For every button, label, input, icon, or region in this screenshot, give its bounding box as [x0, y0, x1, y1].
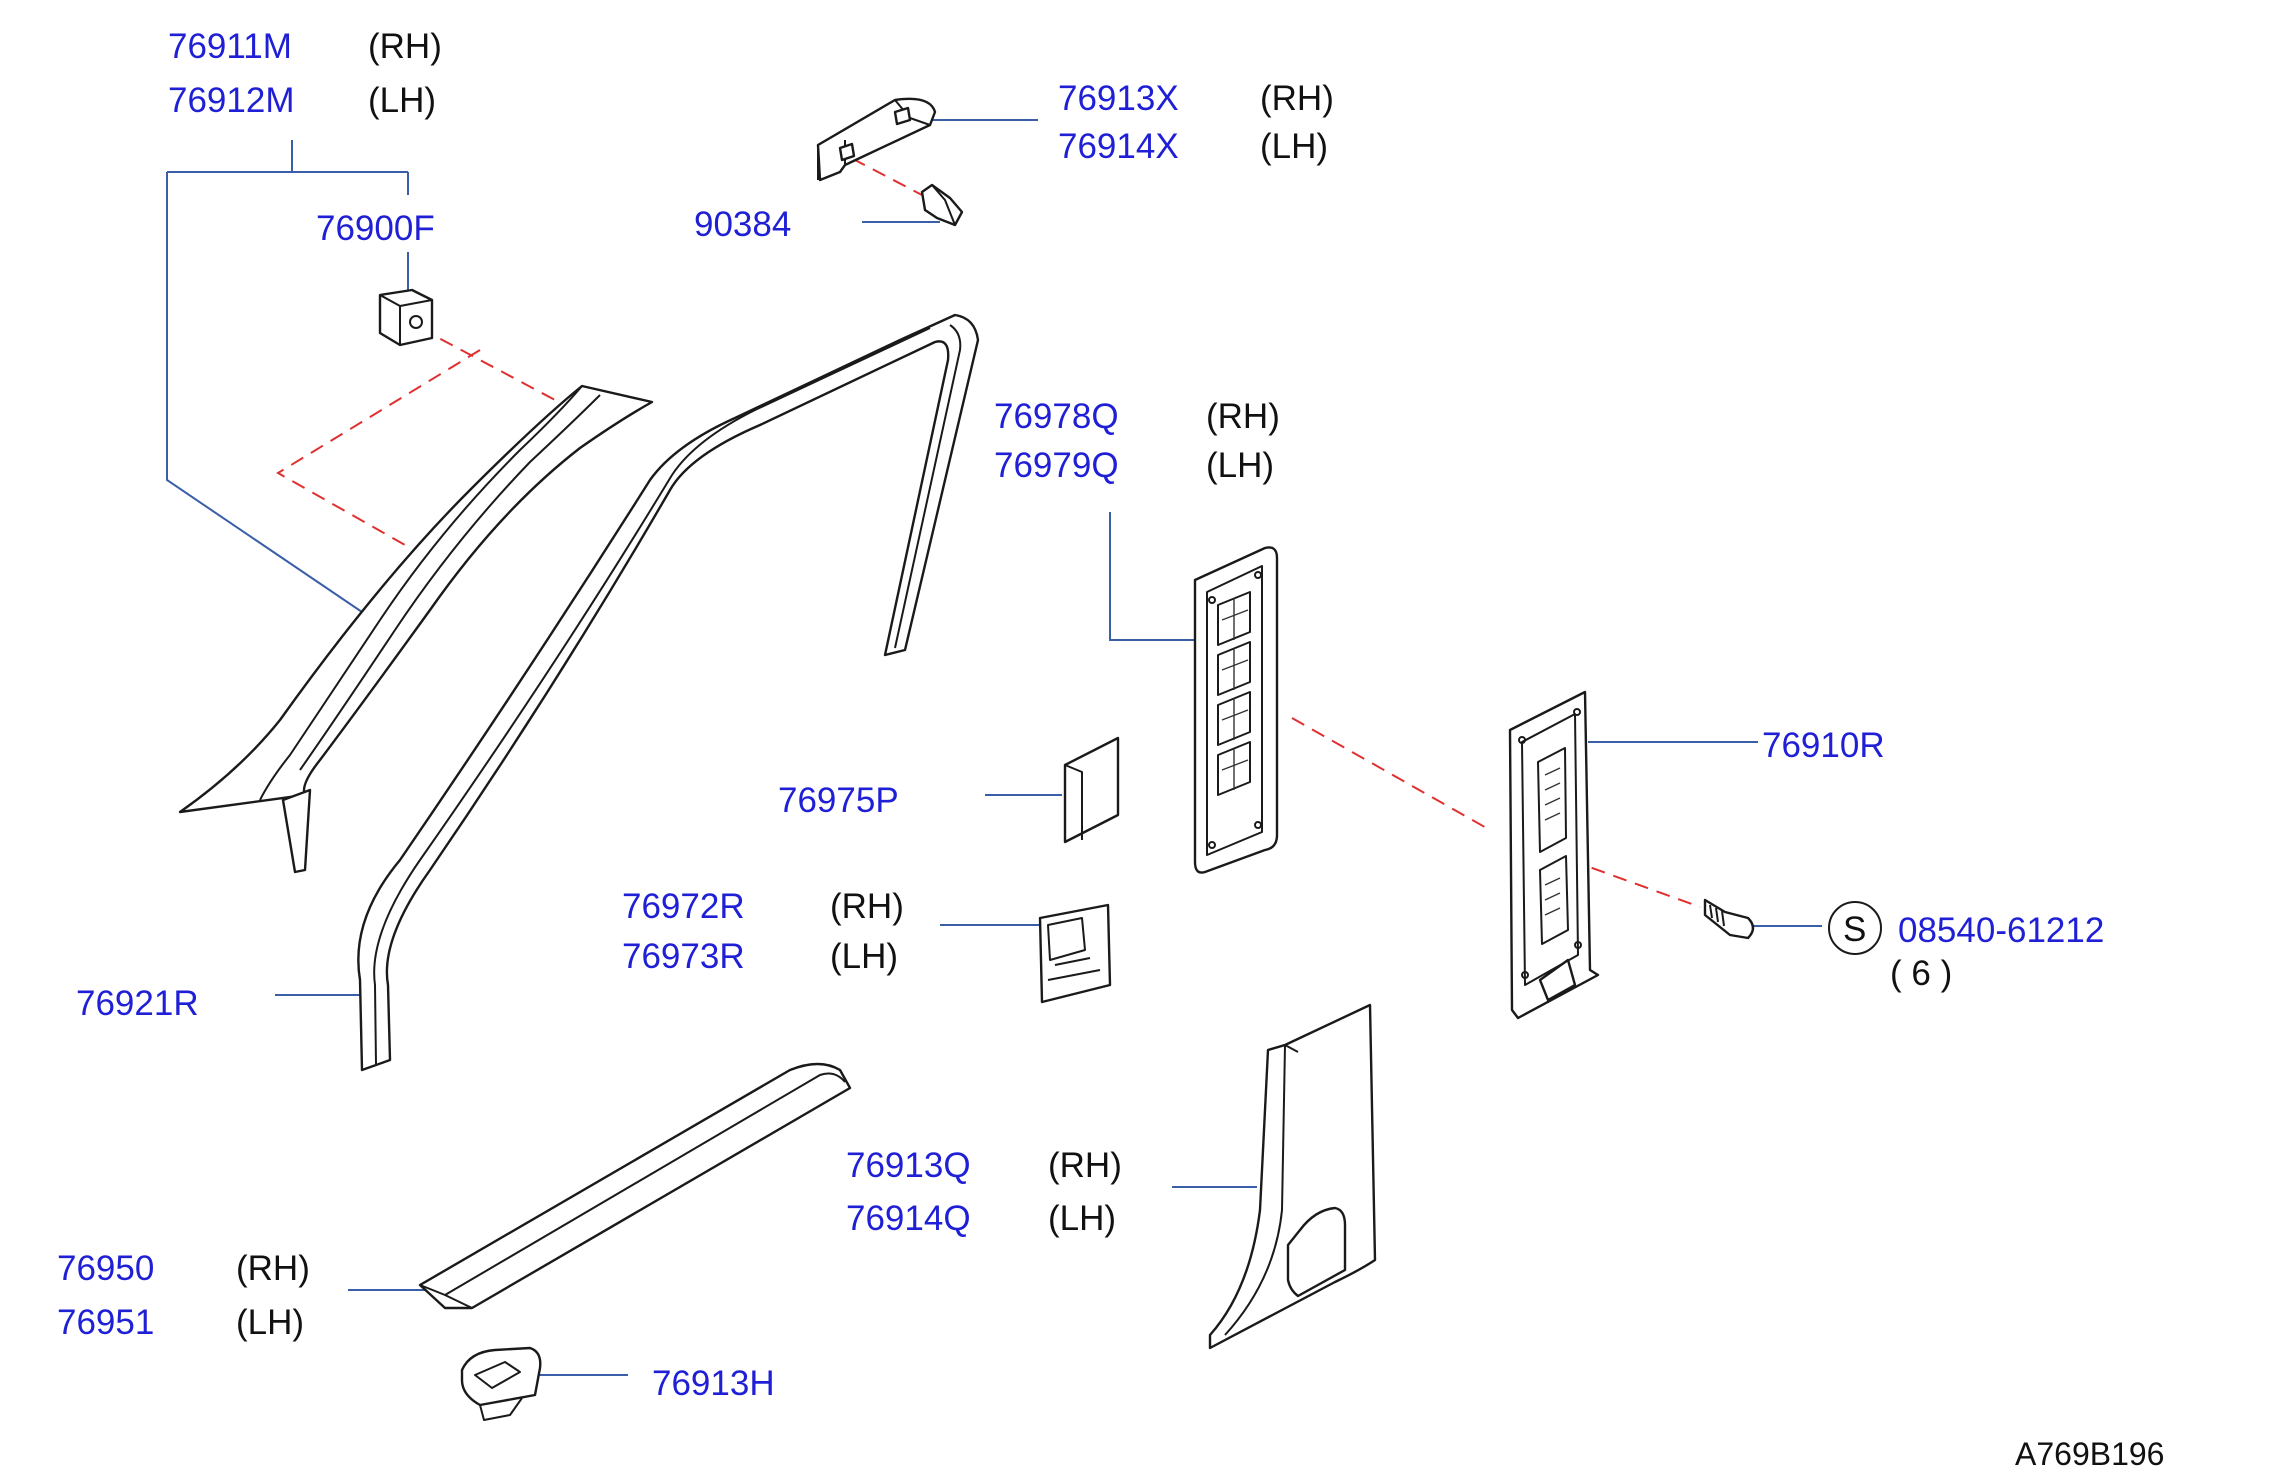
- label-76972R[interactable]: 76972R: [622, 887, 745, 926]
- label-76912M-side: (LH): [368, 81, 436, 120]
- label-76913H[interactable]: 76913H: [652, 1364, 775, 1403]
- label-76978Q-side: (RH): [1206, 397, 1280, 436]
- drawing-reference: A769B196: [2015, 1436, 2164, 1472]
- seal-76975P: [1063, 736, 1120, 844]
- label-76910R[interactable]: 76910R: [1762, 726, 1885, 765]
- label-76914X-side: (LH): [1260, 127, 1328, 166]
- part-labels: 76911M (RH) 76912M (LH) 76900F 76913X (R…: [57, 27, 2164, 1472]
- label-76913X[interactable]: 76913X: [1058, 79, 1179, 118]
- label-76979Q-side: (LH): [1206, 446, 1274, 485]
- standard-part-symbol: S: [1843, 910, 1866, 949]
- vent-grilles: [1217, 591, 1251, 796]
- label-76979Q[interactable]: 76979Q: [994, 446, 1119, 485]
- bracket-76913X: [816, 97, 937, 182]
- label-76973R[interactable]: 76973R: [622, 937, 745, 976]
- clip-76972R: [1038, 903, 1112, 1004]
- pillar-finisher-76910R: [1508, 690, 1600, 1020]
- kicking-plate-76950: [418, 1062, 852, 1310]
- label-76912M[interactable]: 76912M: [168, 81, 294, 120]
- label-76911M[interactable]: 76911M: [168, 27, 292, 66]
- label-76950[interactable]: 76950: [57, 1249, 154, 1288]
- label-08540-quantity: ( 6 ): [1890, 954, 1952, 993]
- label-76921R[interactable]: 76921R: [76, 984, 199, 1023]
- assembly-dashed-lines: [276, 147, 1701, 908]
- label-76914X[interactable]: 76914X: [1058, 127, 1179, 166]
- leader-lines: [166, 119, 1822, 1376]
- label-76911M-side: (RH): [368, 27, 442, 66]
- label-76900F[interactable]: 76900F: [316, 209, 435, 248]
- screw-08540-61212: [1703, 898, 1755, 940]
- pin-90384: [920, 183, 964, 227]
- label-76972R-side: (RH): [830, 887, 904, 926]
- label-76913X-side: (RH): [1260, 79, 1334, 118]
- label-76978Q[interactable]: 76978Q: [994, 397, 1119, 436]
- label-76913Q[interactable]: 76913Q: [846, 1146, 971, 1185]
- standard-part-circle: [1828, 901, 1882, 955]
- door-frame-trim-76921R: [357, 313, 980, 1072]
- label-76950-side: (RH): [236, 1249, 310, 1288]
- clip-76913H: [460, 1346, 542, 1421]
- pillar-lower-76913Q: [1208, 1003, 1377, 1350]
- label-76975P[interactable]: 76975P: [778, 781, 899, 820]
- label-76951-side: (LH): [236, 1303, 304, 1342]
- label-76951[interactable]: 76951: [57, 1303, 154, 1342]
- a-pillar-garnish-76911M: [178, 384, 654, 874]
- label-08540-61212[interactable]: 08540-61212: [1898, 911, 2104, 950]
- clip-76900F: [378, 288, 434, 347]
- label-90384[interactable]: 90384: [694, 205, 791, 244]
- label-76914Q-side: (LH): [1048, 1199, 1116, 1238]
- label-76914Q[interactable]: 76914Q: [846, 1199, 971, 1238]
- label-76913Q-side: (RH): [1048, 1146, 1122, 1185]
- label-76973R-side: (LH): [830, 937, 898, 976]
- vent-76978Q: [1193, 546, 1279, 874]
